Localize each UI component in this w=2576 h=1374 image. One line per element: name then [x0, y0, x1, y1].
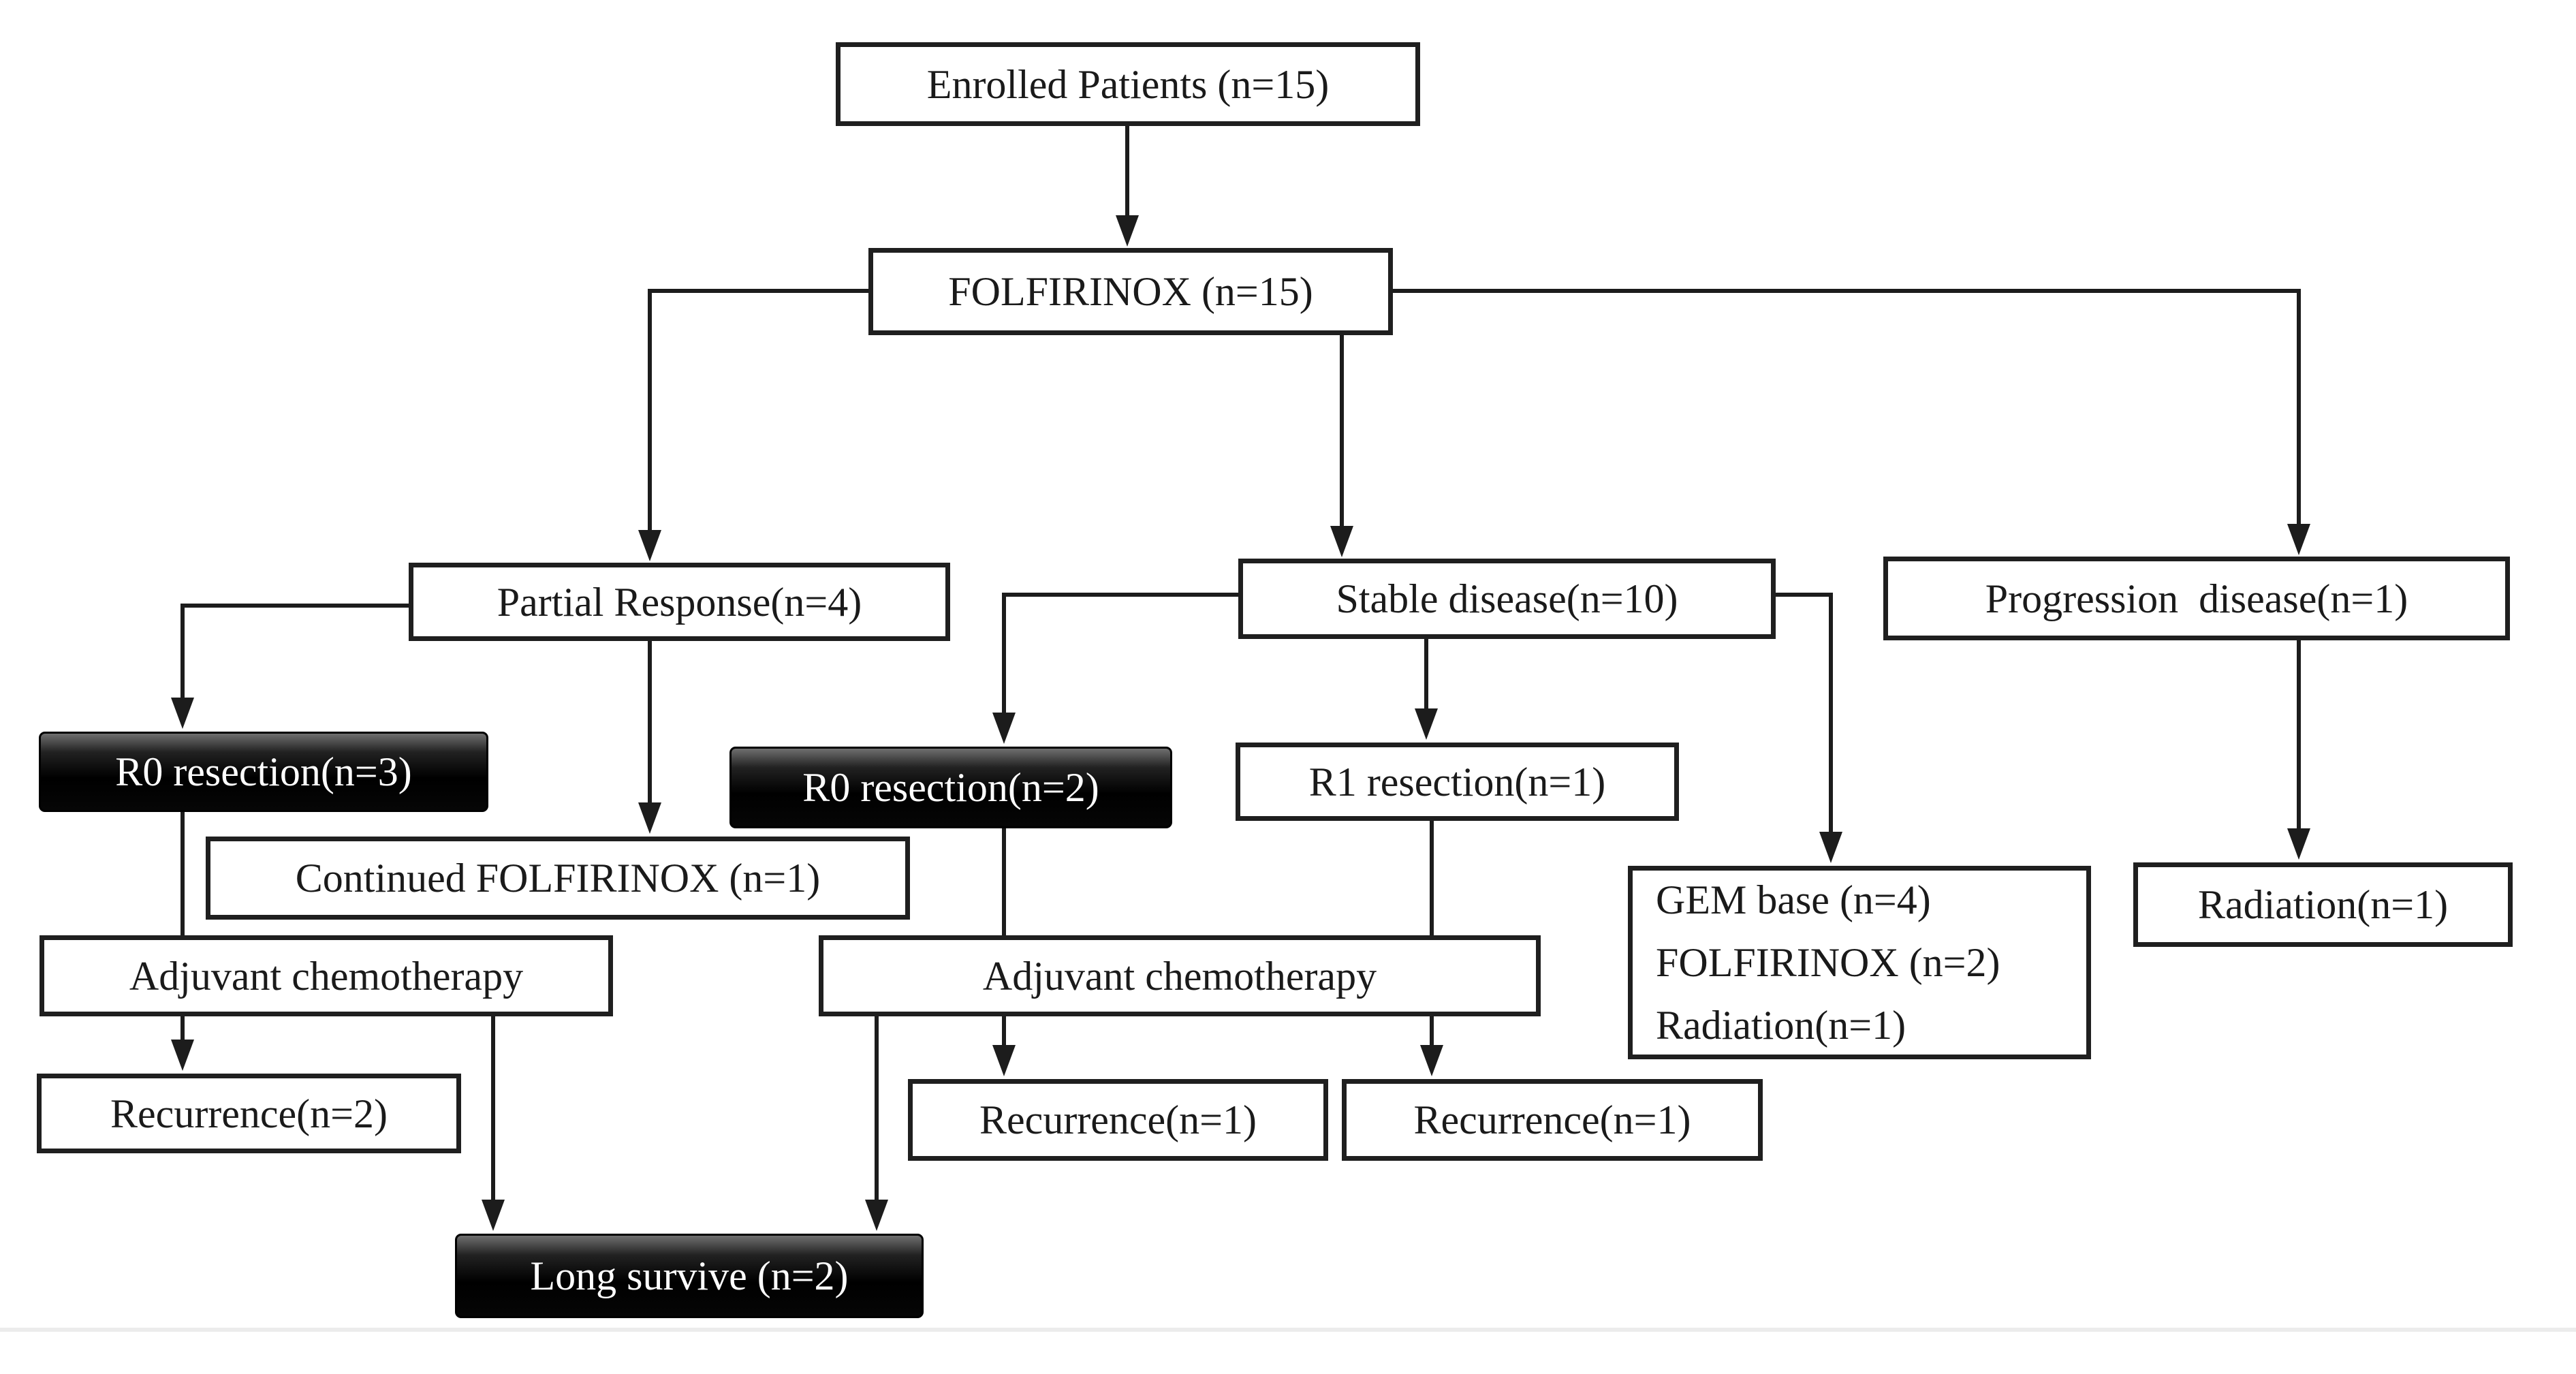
connector-folfirinox-to-partial	[648, 289, 652, 535]
arrowhead-stable-to-r1-resection	[1415, 708, 1438, 740]
connector-adjuvant-right-to-recurrence-1a	[1002, 1016, 1006, 1048]
node-recurrence-1b: Recurrence(n=1)	[1342, 1079, 1763, 1161]
arrowhead-partial-to-r0-resection-3	[171, 698, 194, 729]
connector-enrolled-to-folfirinox	[1125, 126, 1129, 223]
arrowhead-adjuvant-left-to-recurrence-2	[171, 1040, 194, 1071]
node-adjuvant-left: Adjuvant chemotherapy	[40, 935, 613, 1016]
connector-folfirinox-to-progression	[2297, 289, 2301, 526]
connector-adjuvant-left-to-long-survive	[491, 1016, 495, 1202]
arrowhead-adjuvant-right-to-long-survive	[865, 1200, 888, 1231]
node-gem-group: GEM base (n=4) FOLFIRINOX (n=2) Radiation(…	[1628, 866, 2091, 1059]
node-folfirinox: FOLFIRINOX (n=15)	[868, 248, 1393, 335]
node-continued-folfirinox: Continued FOLFIRINOX (n=1)	[206, 837, 910, 920]
arrowhead-adjuvant-right-to-recurrence-1a	[992, 1045, 1016, 1076]
connector-progression-to-radiation	[2297, 640, 2301, 830]
arrowhead-progression-to-radiation	[2287, 828, 2310, 860]
arrowhead-partial-to-continued-folfirinox	[638, 802, 661, 834]
node-stable: Stable disease(n=10)	[1238, 559, 1776, 639]
connector-r1-resection-to-adjuvant-right	[1430, 821, 1434, 938]
node-long-survive: Long survive (n=2)	[455, 1234, 924, 1318]
connector-folfirinox-to-progression	[1393, 289, 2301, 293]
bottom-divider	[0, 1328, 2576, 1332]
arrowhead-stable-to-r0-resection-2	[992, 713, 1016, 744]
connector-adjuvant-right-to-long-survive	[875, 1016, 879, 1202]
arrowhead-folfirinox-to-stable	[1330, 526, 1353, 557]
arrowhead-folfirinox-to-partial	[638, 530, 661, 561]
connector-adjuvant-right-to-recurrence-1b	[1430, 1016, 1434, 1048]
connector-adjuvant-left-to-recurrence-2	[180, 1016, 185, 1042]
connector-folfirinox-to-stable	[1340, 335, 1344, 537]
node-enrolled: Enrolled Patients (n=15)	[836, 42, 1420, 126]
node-adjuvant-right: Adjuvant chemotherapy	[819, 935, 1541, 1016]
arrowhead-folfirinox-to-progression	[2287, 524, 2310, 555]
node-radiation: Radiation(n=1)	[2133, 862, 2513, 947]
connector-partial-to-r0-resection-3	[180, 604, 185, 700]
node-progression: Progression disease(n=1)	[1883, 557, 2510, 640]
node-r1-resection: R1 resection(n=1)	[1236, 743, 1679, 821]
node-gem-group-line-1: GEM base (n=4)	[1656, 877, 1931, 922]
connector-partial-to-continued-folfirinox	[648, 641, 652, 805]
connector-stable-to-r0-resection-2	[1002, 593, 1006, 715]
connector-stable-to-gem-group	[1829, 593, 1833, 834]
node-r0-resection-3: R0 resection(n=3)	[39, 732, 488, 812]
connector-folfirinox-to-partial	[648, 289, 868, 293]
node-recurrence-2: Recurrence(n=2)	[37, 1074, 461, 1153]
arrowhead-adjuvant-right-to-recurrence-1b	[1420, 1045, 1443, 1076]
connector-stable-to-gem-group	[1776, 593, 1833, 597]
node-recurrence-1a: Recurrence(n=1)	[908, 1079, 1328, 1161]
node-partial: Partial Response(n=4)	[409, 563, 950, 641]
node-gem-group-line-3: Radiation(n=1)	[1656, 1003, 1906, 1048]
connector-stable-to-r1-resection	[1424, 639, 1428, 711]
connector-partial-to-r0-resection-3	[180, 604, 409, 608]
connector-r0-resection-3-to-adjuvant-left	[180, 812, 185, 938]
arrowhead-enrolled-to-folfirinox	[1116, 215, 1139, 247]
arrowhead-adjuvant-left-to-long-survive	[482, 1200, 505, 1231]
arrowhead-stable-to-gem-group	[1819, 832, 1842, 863]
connector-stable-to-r0-resection-2	[1002, 593, 1238, 597]
node-r0-resection-2: R0 resection(n=2)	[729, 747, 1172, 828]
node-gem-group-line-2: FOLFIRINOX (n=2)	[1656, 940, 2000, 985]
connector-r0-resection-2-to-adjuvant-right	[1002, 828, 1006, 938]
